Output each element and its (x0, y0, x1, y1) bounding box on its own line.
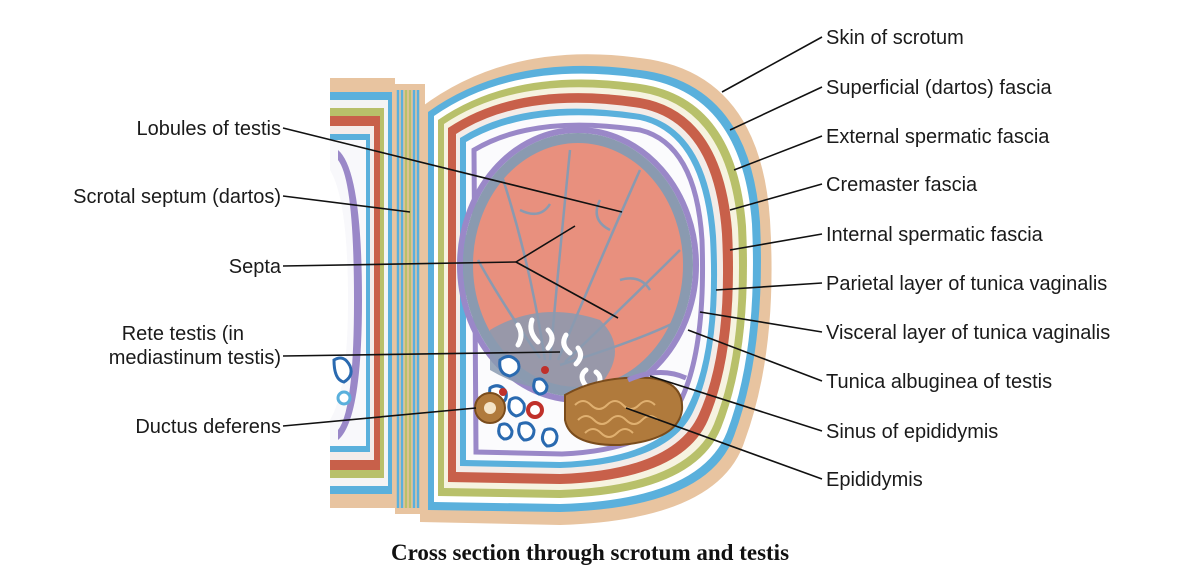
label-ductus-deferens: Ductus deferens (135, 416, 281, 438)
label-lobules-of-testis: Lobules of testis (136, 118, 281, 140)
ductus-deferens-structure (474, 392, 506, 424)
label-scrotal-septum: Scrotal septum (dartos) (73, 186, 281, 208)
leader-dartos (729, 86, 823, 131)
leader-parietal (715, 282, 823, 291)
sinus-of-epididymis-space (626, 370, 688, 383)
label-sinus-of-epididymis: Sinus of epididymis (826, 421, 998, 443)
label-external-spermatic-fascia: External spermatic fascia (826, 126, 1050, 148)
leader-epididymis (625, 407, 823, 480)
leader-rete (282, 351, 561, 357)
leader-cremaster (729, 183, 823, 211)
leader-scrotal-septum (282, 195, 411, 213)
left-compartment (330, 78, 395, 508)
left-labels: Lobules of testis Scrotal septum (dartos… (73, 118, 282, 438)
label-rete-testis-line1: Rete testis (in (122, 323, 244, 345)
label-skin-of-scrotum: Skin of scrotum (826, 27, 964, 49)
label-internal-spermatic-fascia: Internal spermatic fascia (826, 224, 1044, 246)
label-parietal-tunica-vaginalis: Parietal layer of tunica vaginalis (826, 273, 1107, 295)
right-labels: Skin of scrotum Superficial (dartos) fas… (826, 27, 1110, 491)
leader-albuginea (687, 329, 823, 382)
leader-lobules (282, 127, 623, 213)
leader-septa (282, 261, 517, 267)
label-rete-testis-line2: mediastinum testis) (109, 347, 281, 369)
epididymis-structure (564, 370, 688, 447)
mediastinum (490, 312, 615, 390)
figure-caption: Cross section through scrotum and testis (390, 540, 790, 565)
leader-internal-spermatic (729, 233, 823, 251)
leader-external-spermatic (733, 135, 823, 171)
vessels (499, 366, 549, 419)
leader-sinus (649, 375, 823, 432)
label-visceral-tunica-vaginalis: Visceral layer of tunica vaginalis (826, 322, 1110, 344)
label-superficial-dartos-fascia: Superficial (dartos) fascia (826, 77, 1053, 99)
label-tunica-albuginea: Tunica albuginea of testis (826, 371, 1052, 393)
label-epididymis: Epididymis (826, 469, 923, 491)
leader-visceral (699, 311, 823, 333)
label-cremaster-fascia: Cremaster fascia (826, 174, 978, 196)
leader-lines (282, 36, 823, 480)
leader-skin (721, 36, 823, 93)
label-septa: Septa (229, 256, 282, 278)
leader-ductus (282, 407, 477, 427)
